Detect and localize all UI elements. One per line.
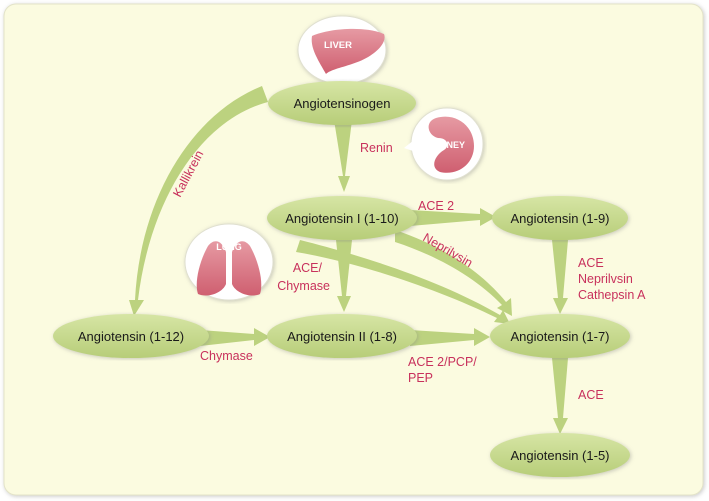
enzyme-renin: Renin [360,141,393,155]
enzyme-ace2-top: ACE 2 [418,199,454,213]
arrow-ang1-to-ang17 [395,230,512,316]
arrow-ang1-to-ang19 [410,208,496,226]
node-angiotensin-1-9-label: Angiotensin (1-9) [511,211,610,226]
node-angiotensin-1-7-label: Angiotensin (1-7) [511,329,610,344]
enzyme-cathepsin-a: Cathepsin A [578,288,646,302]
enzyme-ace-chymase-line1: ACE/ [293,261,323,275]
liver-organ: LIVER [297,15,387,92]
enzyme-pep: PEP [408,371,433,385]
enzyme-ace-right: ACE [578,256,604,270]
kidney-label: KIDNEY [431,140,465,150]
node-angiotensin-1-8: Angiotensin II (1-8) [267,314,417,358]
diagram-background [3,3,704,496]
lung-label: LUNG [216,242,242,252]
lung-icon-left [196,241,226,296]
node-angiotensin-1-7: Angiotensin (1-7) [490,314,630,358]
enzyme-ace-bottom: ACE [578,388,604,402]
node-angiotensin-1-10: Angiotensin I (1-10) [267,196,417,240]
kidney-organ: KIDNEY [404,107,484,181]
arrow-angiotensinogen-to-ang112 [129,86,268,316]
kidney-icon [428,116,474,173]
arrow-ang17-to-ang15 [552,358,568,434]
arrow-ang2-to-ang17 [410,328,490,346]
arrow-ang19-to-ang17 [552,240,568,314]
node-angiotensin-1-8-label: Angiotensin II (1-8) [287,329,397,344]
node-angiotensin-1-5-label: Angiotensin (1-5) [511,448,610,463]
enzyme-neprilysin-right: Neprilvsin [578,272,633,286]
arrow-angiotensinogen-to-ang1 [334,120,352,192]
lung-icon-right [232,241,262,296]
enzyme-chymase: Chymase [200,349,253,363]
enzyme-ace-chymase-line2: Chymase [277,279,330,293]
enzyme-ace2-pcp: ACE 2/PCP/ [408,355,477,369]
lung-organ: LUNG [184,223,274,301]
node-angiotensinogen: Angiotensinogen [268,81,416,125]
node-angiotensin-1-5: Angiotensin (1-5) [490,433,630,477]
arrow-ang1-to-ang17-long [296,240,510,324]
arrow-ang112-to-ang2 [200,328,270,346]
arrows [129,86,568,434]
node-angiotensinogen-label: Angiotensinogen [294,96,391,111]
liver-label: LIVER [324,40,352,51]
node-angiotensin-1-12-label: Angiotensin (1-12) [78,329,184,344]
node-angiotensin-1-9: Angiotensin (1-9) [492,196,628,240]
liver-icon [311,28,385,74]
node-angiotensin-1-10-label: Angiotensin I (1-10) [285,211,398,226]
node-angiotensin-1-12: Angiotensin (1-12) [53,314,209,358]
